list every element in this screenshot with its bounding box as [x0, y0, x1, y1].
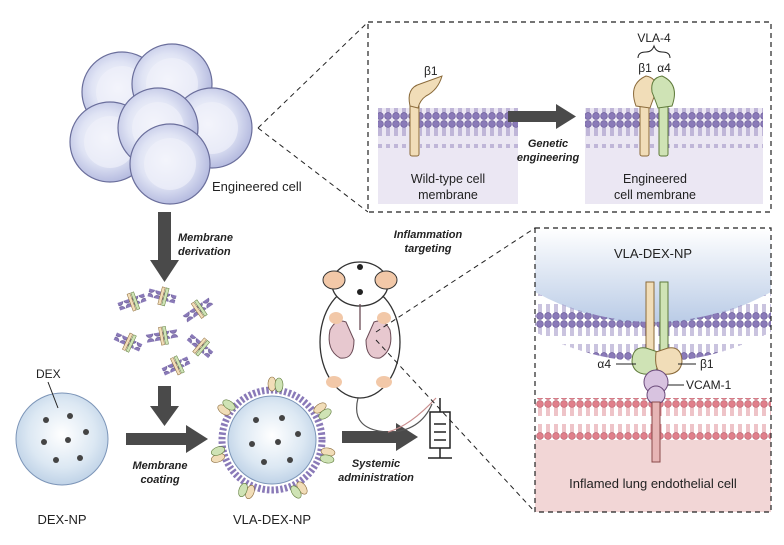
- vla-dex-np-label: VLA-DEX-NP: [233, 512, 311, 527]
- alpha4-label-panel: α4: [597, 357, 611, 371]
- dex-np-icon: [15, 392, 109, 486]
- alpha4-label-engineered: α4: [657, 61, 671, 75]
- systemic-label-2: administration: [338, 472, 414, 484]
- lung-zoom-line-bottom: [375, 339, 536, 513]
- dex-np-label: DEX-NP: [37, 512, 86, 527]
- lung-zoom-line-top: [375, 227, 536, 333]
- zoom-line-bottom: [257, 127, 369, 213]
- systemic-label-1: Systemic: [352, 458, 400, 470]
- genetic-label-1: Genetic: [528, 138, 568, 150]
- beta1-protein-wildtype: [408, 75, 443, 157]
- beta1-label-wildtype: β1: [424, 64, 438, 78]
- inflammation-label-1: Inflammation: [394, 229, 463, 241]
- dex-pointer: [47, 381, 59, 409]
- wild-type-label-2: membrane: [418, 188, 478, 202]
- cell-cluster-icon: [69, 43, 253, 205]
- genetic-engineering-arrow-icon: [508, 104, 576, 129]
- engineered-cell-label: Engineered cell: [212, 179, 302, 194]
- engineered-membrane-label-1: Engineered: [623, 172, 687, 186]
- wild-type-label-1: Wild-type cell: [411, 172, 485, 186]
- membrane-derivation-label-1: Membrane: [178, 232, 233, 244]
- engineered-membrane-label-2: cell membrane: [614, 188, 696, 202]
- vla4-vcam1-complex: [631, 281, 683, 463]
- syringe-icon: [428, 398, 452, 459]
- vla-dex-np-icon: [210, 376, 336, 500]
- vla4-protein-engineered: [633, 75, 675, 157]
- membrane-down-arrow-icon: [150, 386, 179, 426]
- genetic-label-2: engineering: [517, 152, 580, 164]
- membrane-coating-arrow-icon: [126, 425, 208, 453]
- vcam1-label: VCAM-1: [686, 378, 732, 392]
- engineered-bilayer: [585, 108, 763, 148]
- wild-type-bilayer: [378, 108, 518, 148]
- dex-label: DEX: [36, 367, 61, 381]
- systemic-arrow-icon: [342, 423, 418, 451]
- inflammation-label-2: targeting: [404, 243, 451, 255]
- membrane-fragments-icon: [113, 286, 214, 376]
- inflamed-cell-label: Inflamed lung endothelial cell: [569, 476, 737, 491]
- vla-dex-np-panel-label: VLA-DEX-NP: [614, 246, 692, 261]
- beta1-label-engineered: β1: [638, 61, 652, 75]
- membrane-coating-label-2: coating: [140, 474, 179, 486]
- membrane-derivation-label-2: derivation: [178, 246, 231, 258]
- vla4-brace: [637, 44, 671, 59]
- vla4-label: VLA-4: [637, 31, 671, 45]
- mouse-icon: [319, 261, 437, 433]
- membrane-derivation-arrow-icon: [150, 212, 179, 282]
- beta1-label-panel: β1: [700, 357, 714, 371]
- zoom-line-top: [257, 21, 369, 129]
- membrane-coating-label-1: Membrane: [132, 460, 187, 472]
